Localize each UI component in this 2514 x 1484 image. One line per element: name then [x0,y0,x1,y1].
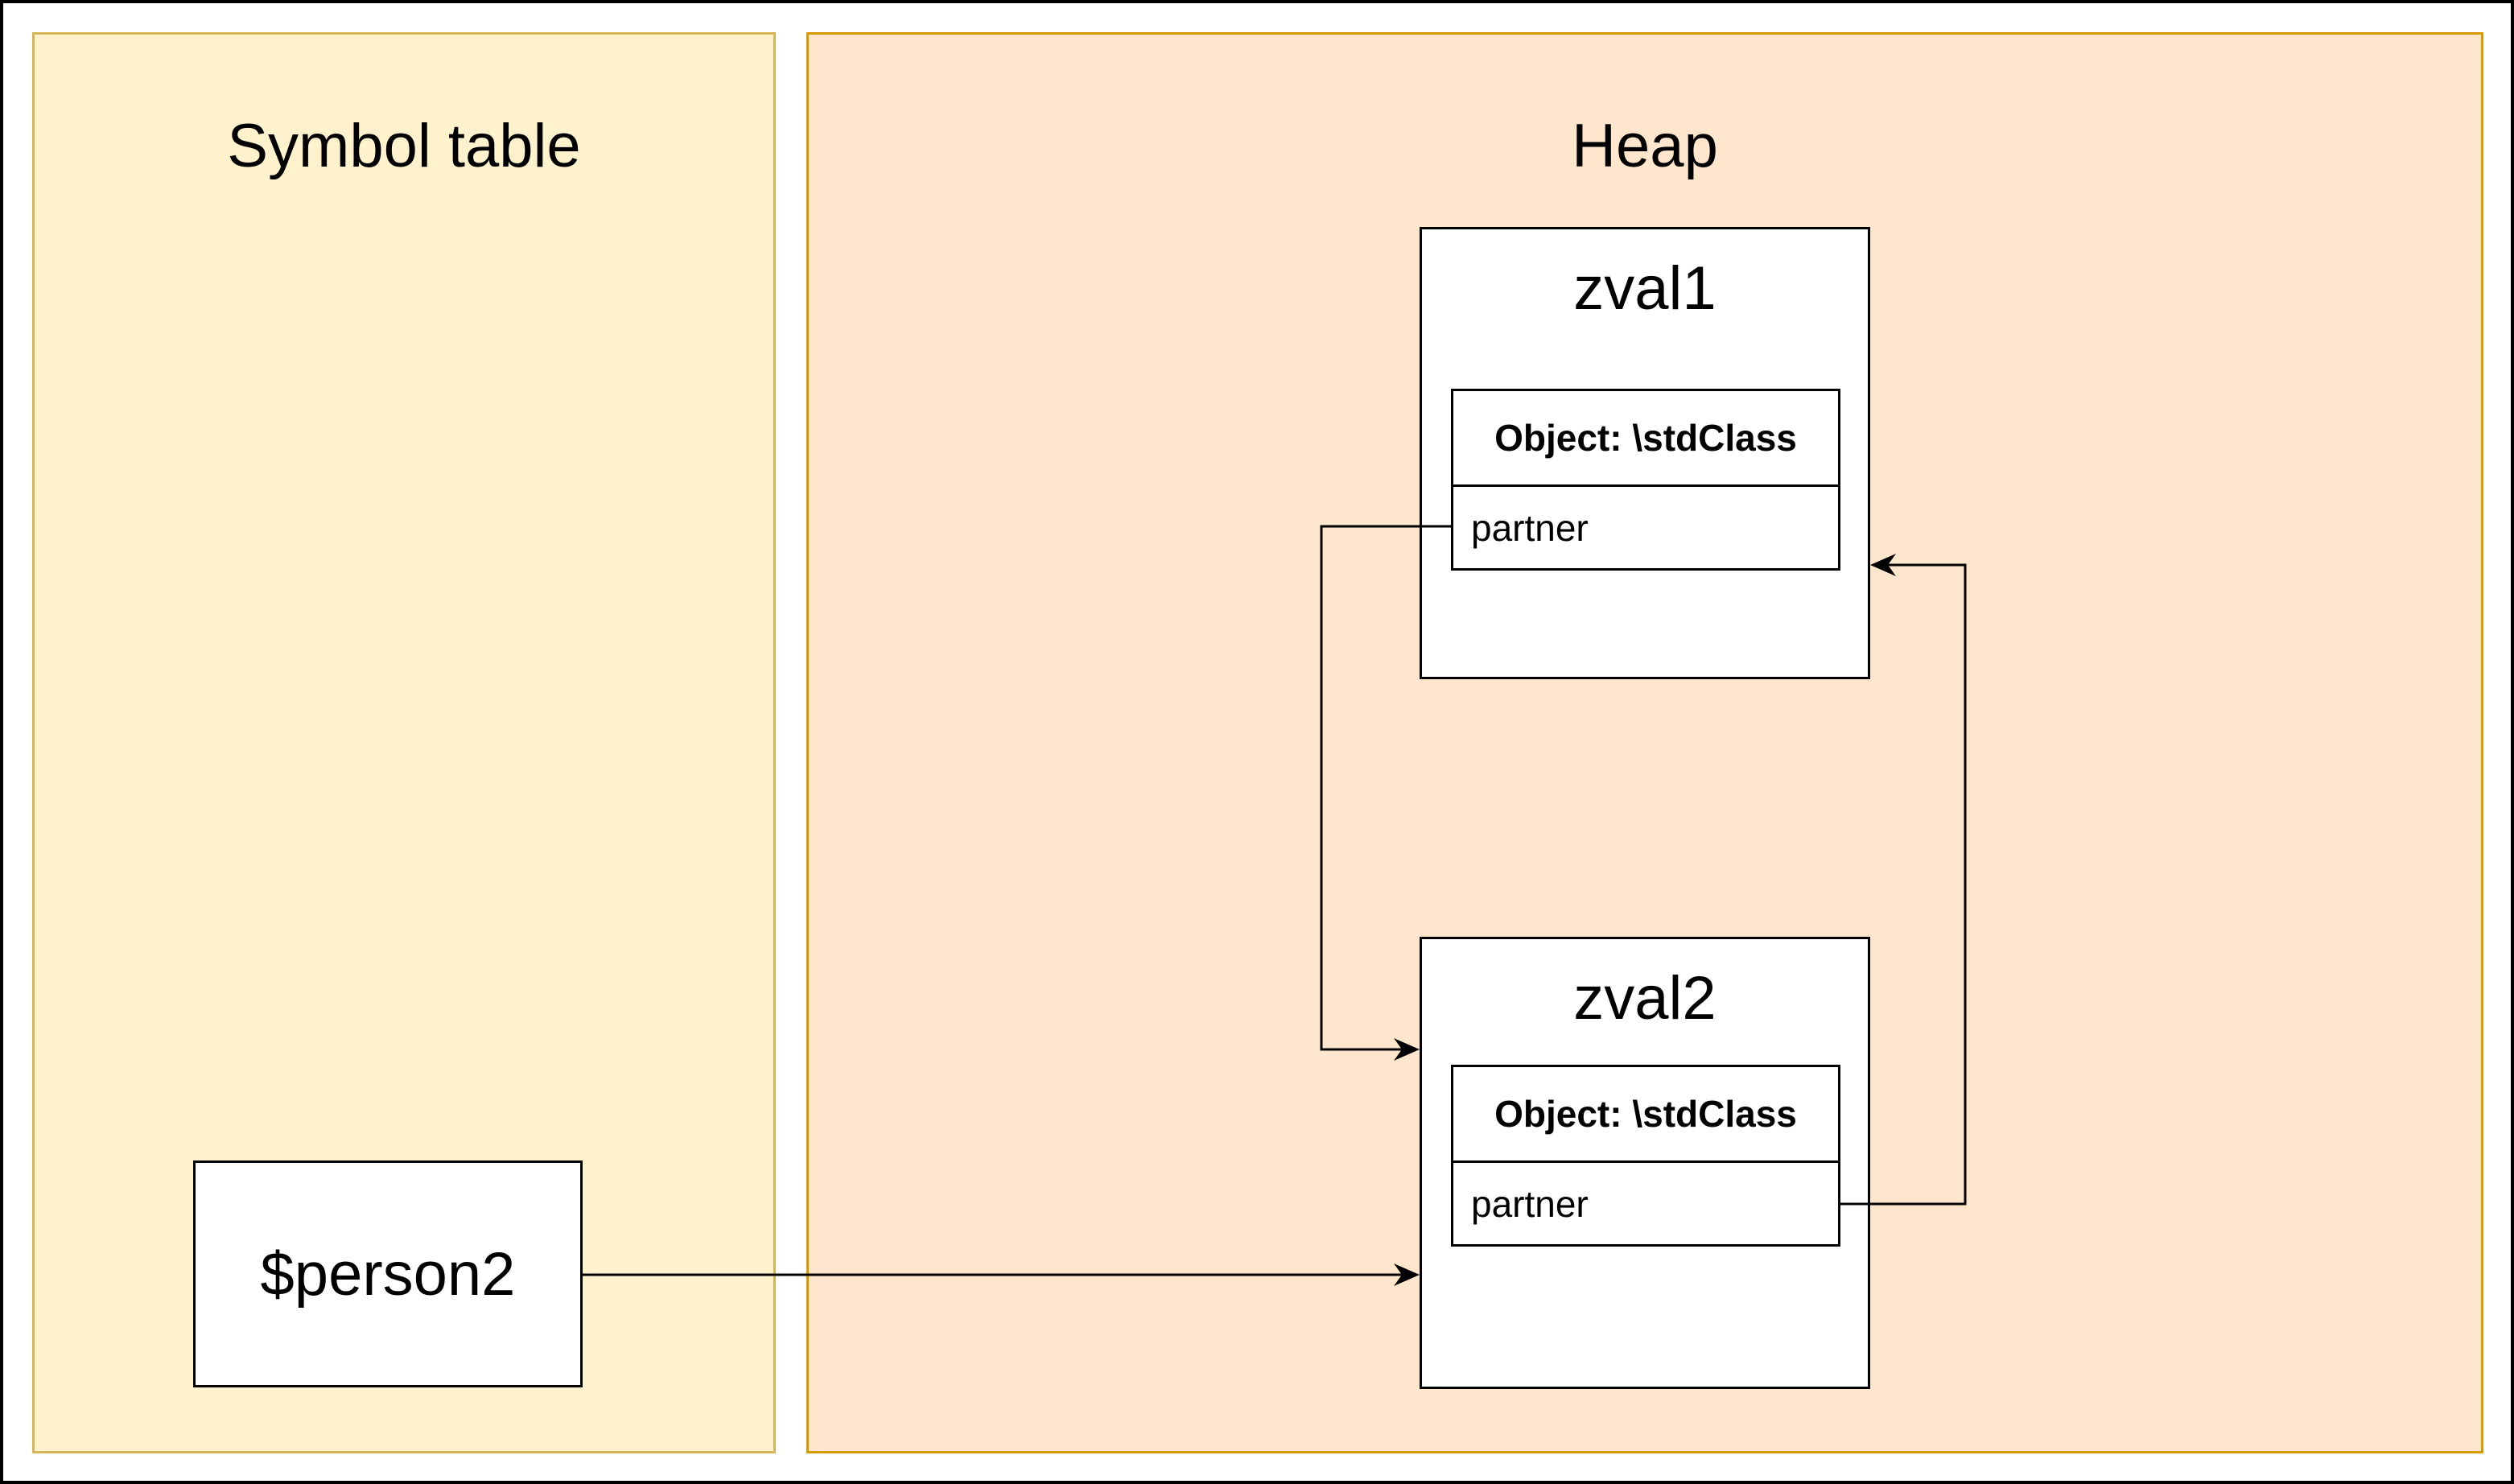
zval1-object-class: Object: \stdClass [1453,391,1838,487]
zval2-partner-field: partner [1471,1182,1589,1225]
symbol-table-title: Symbol table [227,112,581,180]
zval1-box: zval1 Object: \stdClass partner [1420,227,1870,679]
heap-title: Heap [1572,112,1718,180]
person2-variable: $person2 [193,1160,583,1387]
zval1-title: zval1 [1573,254,1717,323]
zval1-partner-field: partner [1471,506,1589,549]
zval1-object: Object: \stdClass partner [1451,389,1840,571]
zval2-title: zval2 [1573,964,1717,1033]
zval2-box: zval2 Object: \stdClass partner [1420,937,1870,1389]
zval2-object-class: Object: \stdClass [1453,1067,1838,1163]
zval2-object: Object: \stdClass partner [1451,1065,1840,1247]
